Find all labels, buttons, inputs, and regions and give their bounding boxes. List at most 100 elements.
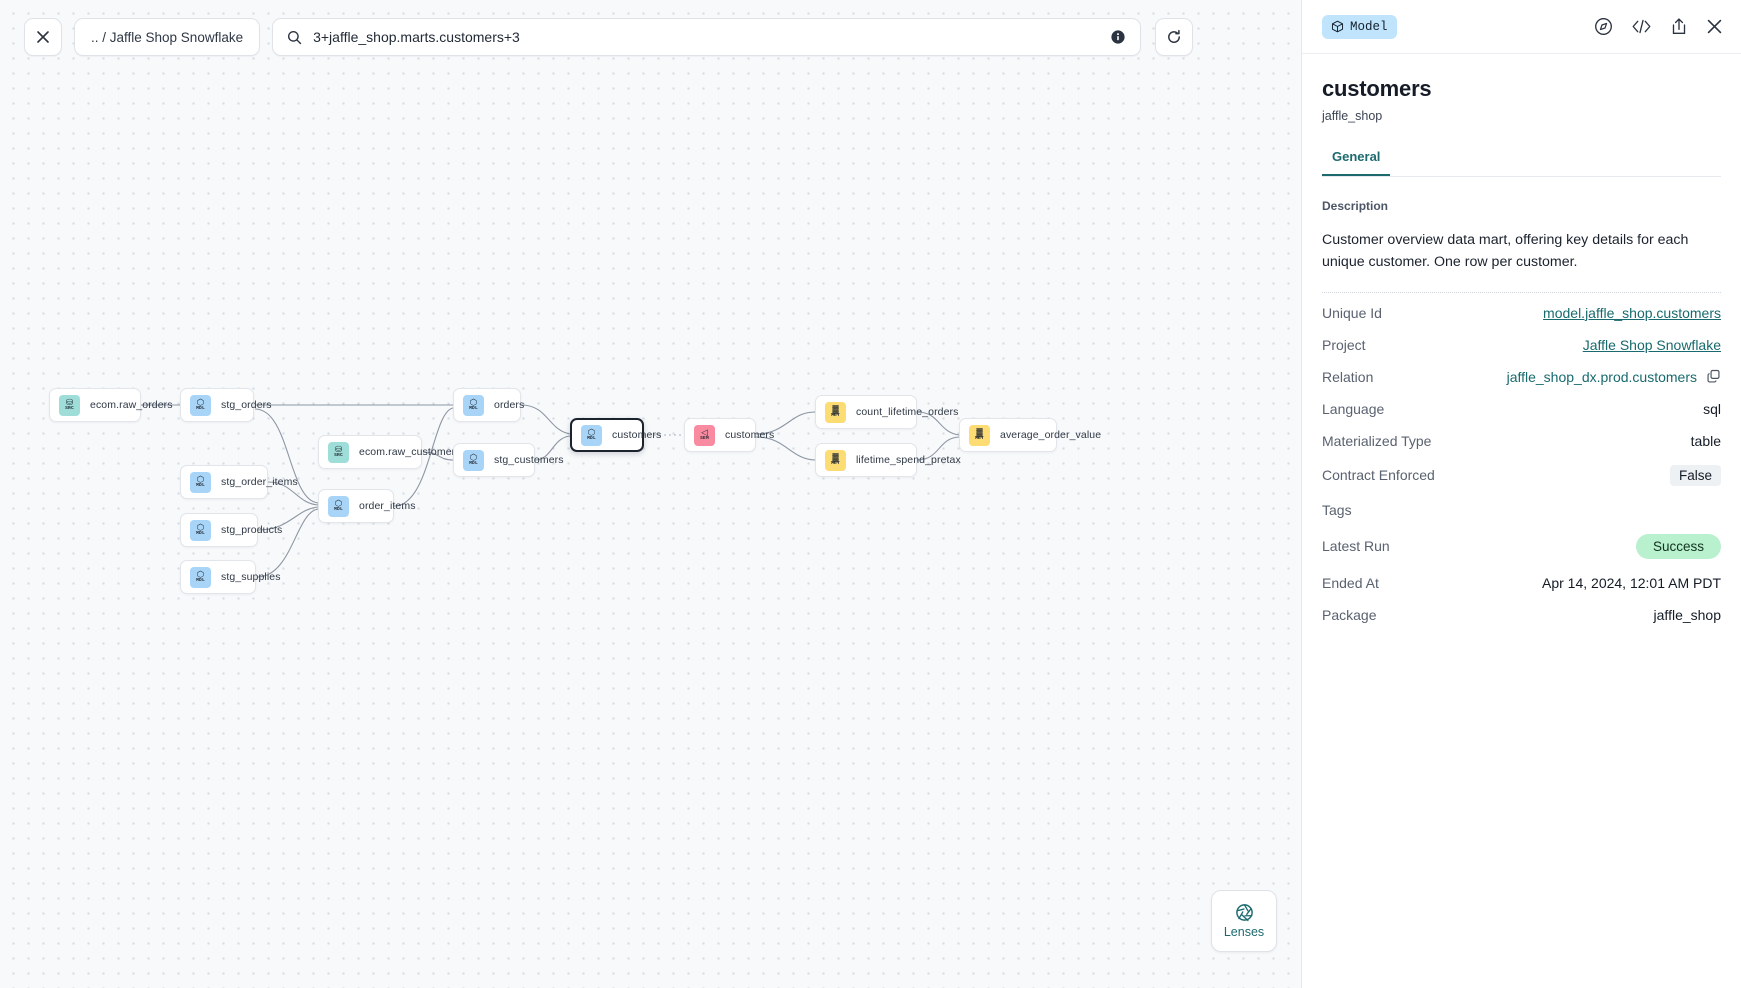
details-panel: Model (1301, 0, 1741, 988)
met-badge-icon: ▓MET (969, 424, 990, 446)
mdl-badge-icon: ⬡MDL (190, 471, 211, 493)
detail-row: Latest Run Success (1322, 526, 1721, 567)
detail-value-wrap: table (1691, 433, 1721, 449)
detail-key: Package (1322, 606, 1377, 623)
refresh-icon (1168, 29, 1181, 43)
detail-value-wrap: jaffle_shop_dx.prod.customers (1507, 369, 1721, 385)
lineage-node-label: ecom.raw_customers (359, 446, 461, 458)
detail-value-link[interactable]: model.jaffle_shop.customers (1543, 304, 1721, 321)
detail-row: Project Jaffle Shop Snowflake (1322, 329, 1721, 361)
close-panel-icon[interactable] (1706, 18, 1723, 35)
info-icon[interactable] (1110, 29, 1126, 45)
lineage-node-stg_customers[interactable]: ⬡MDL stg_customers (453, 443, 563, 477)
lineage-node-average_order_value[interactable]: ▓MET average_order_value (959, 418, 1101, 452)
detail-value-wrap: Jaffle Shop Snowflake (1583, 337, 1721, 353)
met-badge-icon: ▓MET (825, 449, 846, 471)
mdl-badge-icon: ⬡MDL (581, 424, 602, 446)
lineage-edges (141, 404, 960, 578)
mdl-badge-icon: ⬡MDL (328, 495, 349, 517)
canvas-toolbar: .. / Jaffle Shop Snowflake (24, 18, 1194, 56)
detail-key: Ended At (1322, 574, 1379, 591)
detail-key: Latest Run (1322, 538, 1390, 555)
lineage-node-label: stg_orders (221, 399, 272, 411)
panel-body: Description Customer overview data mart,… (1302, 177, 1741, 988)
mdl-badge-icon: ⬡MDL (463, 394, 484, 416)
detail-row: Tags (1322, 494, 1721, 526)
detail-value: Apr 14, 2024, 12:01 AM PDT (1542, 574, 1721, 591)
mdl-badge-icon: ⬡MDL (190, 519, 211, 541)
detail-row: Package jaffle_shop (1322, 599, 1721, 631)
panel-title-block: customers jaffle_shop (1302, 54, 1741, 123)
detail-key: Project (1322, 336, 1366, 353)
resource-type-label: Model (1350, 19, 1388, 34)
detail-key: Language (1322, 400, 1385, 417)
lenses-label: Lenses (1223, 925, 1265, 939)
detail-key: Materialized Type (1322, 432, 1432, 449)
sem-badge-icon: ◁SEM (694, 424, 715, 446)
detail-row: Relation jaffle_shop_dx.prod.customers (1322, 361, 1721, 393)
met-badge-icon: ▓MET (825, 401, 846, 423)
search-input[interactable] (313, 29, 1100, 45)
resource-type-pill[interactable]: Model (1322, 14, 1397, 39)
detail-key: Contract Enforced (1322, 467, 1435, 484)
explore-icon[interactable] (1594, 17, 1613, 36)
detail-value-link[interactable]: Jaffle Shop Snowflake (1582, 336, 1721, 353)
mdl-badge-icon: ⬡MDL (463, 449, 484, 471)
lineage-node-label: stg_customers (494, 454, 564, 466)
panel-tabs: General (1322, 149, 1721, 177)
detail-value-wrap: sql (1703, 401, 1721, 417)
panel-header-actions (1594, 17, 1723, 36)
page-title: customers (1322, 76, 1432, 101)
lenses-button[interactable]: Lenses (1211, 890, 1277, 952)
page-subtitle: jaffle_shop (1322, 109, 1383, 123)
status-badge-contract: False (1669, 464, 1721, 486)
mdl-badge-icon: ⬡MDL (190, 566, 211, 588)
description-text: Customer overview data mart, offering ke… (1322, 232, 1689, 271)
lineage-node-label: average_order_value (1000, 429, 1102, 441)
src-badge-icon: ⛁SRC (328, 441, 349, 463)
lineage-node-label: customers (612, 429, 662, 441)
lineage-search[interactable] (272, 18, 1142, 56)
tab-general[interactable]: General (1322, 149, 1391, 176)
code-icon[interactable] (1631, 18, 1652, 35)
lineage-node-label: lifetime_spend_pretax (856, 454, 961, 466)
lineage-node-stg_supplies[interactable]: ⬡MDL stg_supplies (180, 560, 280, 594)
lineage-canvas[interactable]: .. / Jaffle Shop Snowflake (0, 0, 1301, 988)
detail-value: sql (1703, 400, 1721, 417)
src-badge-icon: ⛁SRC (59, 394, 80, 416)
detail-row: Ended At Apr 14, 2024, 12:01 AM PDT (1322, 567, 1721, 599)
lineage-node-stg_orders[interactable]: ⬡MDL stg_orders (180, 388, 272, 422)
detail-row: Language sql (1322, 393, 1721, 425)
lineage-node-lifetime_spend_pretax[interactable]: ▓MET lifetime_spend_pretax (815, 443, 961, 477)
breadcrumb[interactable]: .. / Jaffle Shop Snowflake (74, 18, 261, 56)
detail-row: Contract Enforced False (1322, 457, 1721, 494)
detail-key: Relation (1322, 368, 1374, 385)
share-icon[interactable] (1670, 17, 1688, 36)
lineage-node-ecom_raw_customers[interactable]: ⛁SRC ecom.raw_customers (318, 435, 460, 469)
panel-header: Model (1302, 0, 1741, 54)
lineage-node-order_items[interactable]: ⬡MDL order_items (318, 489, 415, 523)
status-badge-latest-run: Success (1635, 533, 1721, 559)
close-lineage-button[interactable] (24, 18, 62, 56)
detail-value-wrap: Apr 14, 2024, 12:01 AM PDT (1542, 575, 1721, 591)
refresh-button[interactable] (1155, 18, 1194, 56)
detail-value-relation[interactable]: jaffle_shop_dx.prod.customers (1506, 368, 1697, 385)
detail-value-wrap: model.jaffle_shop.customers (1543, 305, 1721, 321)
lineage-node-label: stg_supplies (221, 571, 281, 583)
mdl-badge-icon: ⬡MDL (190, 394, 211, 416)
lineage-node-customers_model[interactable]: ⬡MDL customers (570, 418, 661, 452)
breadcrumb-label: .. / Jaffle Shop Snowflake (91, 29, 244, 45)
copy-icon[interactable] (1706, 369, 1721, 384)
detail-value: jaffle_shop (1653, 606, 1721, 623)
lineage-node-label: order_items (359, 500, 416, 512)
